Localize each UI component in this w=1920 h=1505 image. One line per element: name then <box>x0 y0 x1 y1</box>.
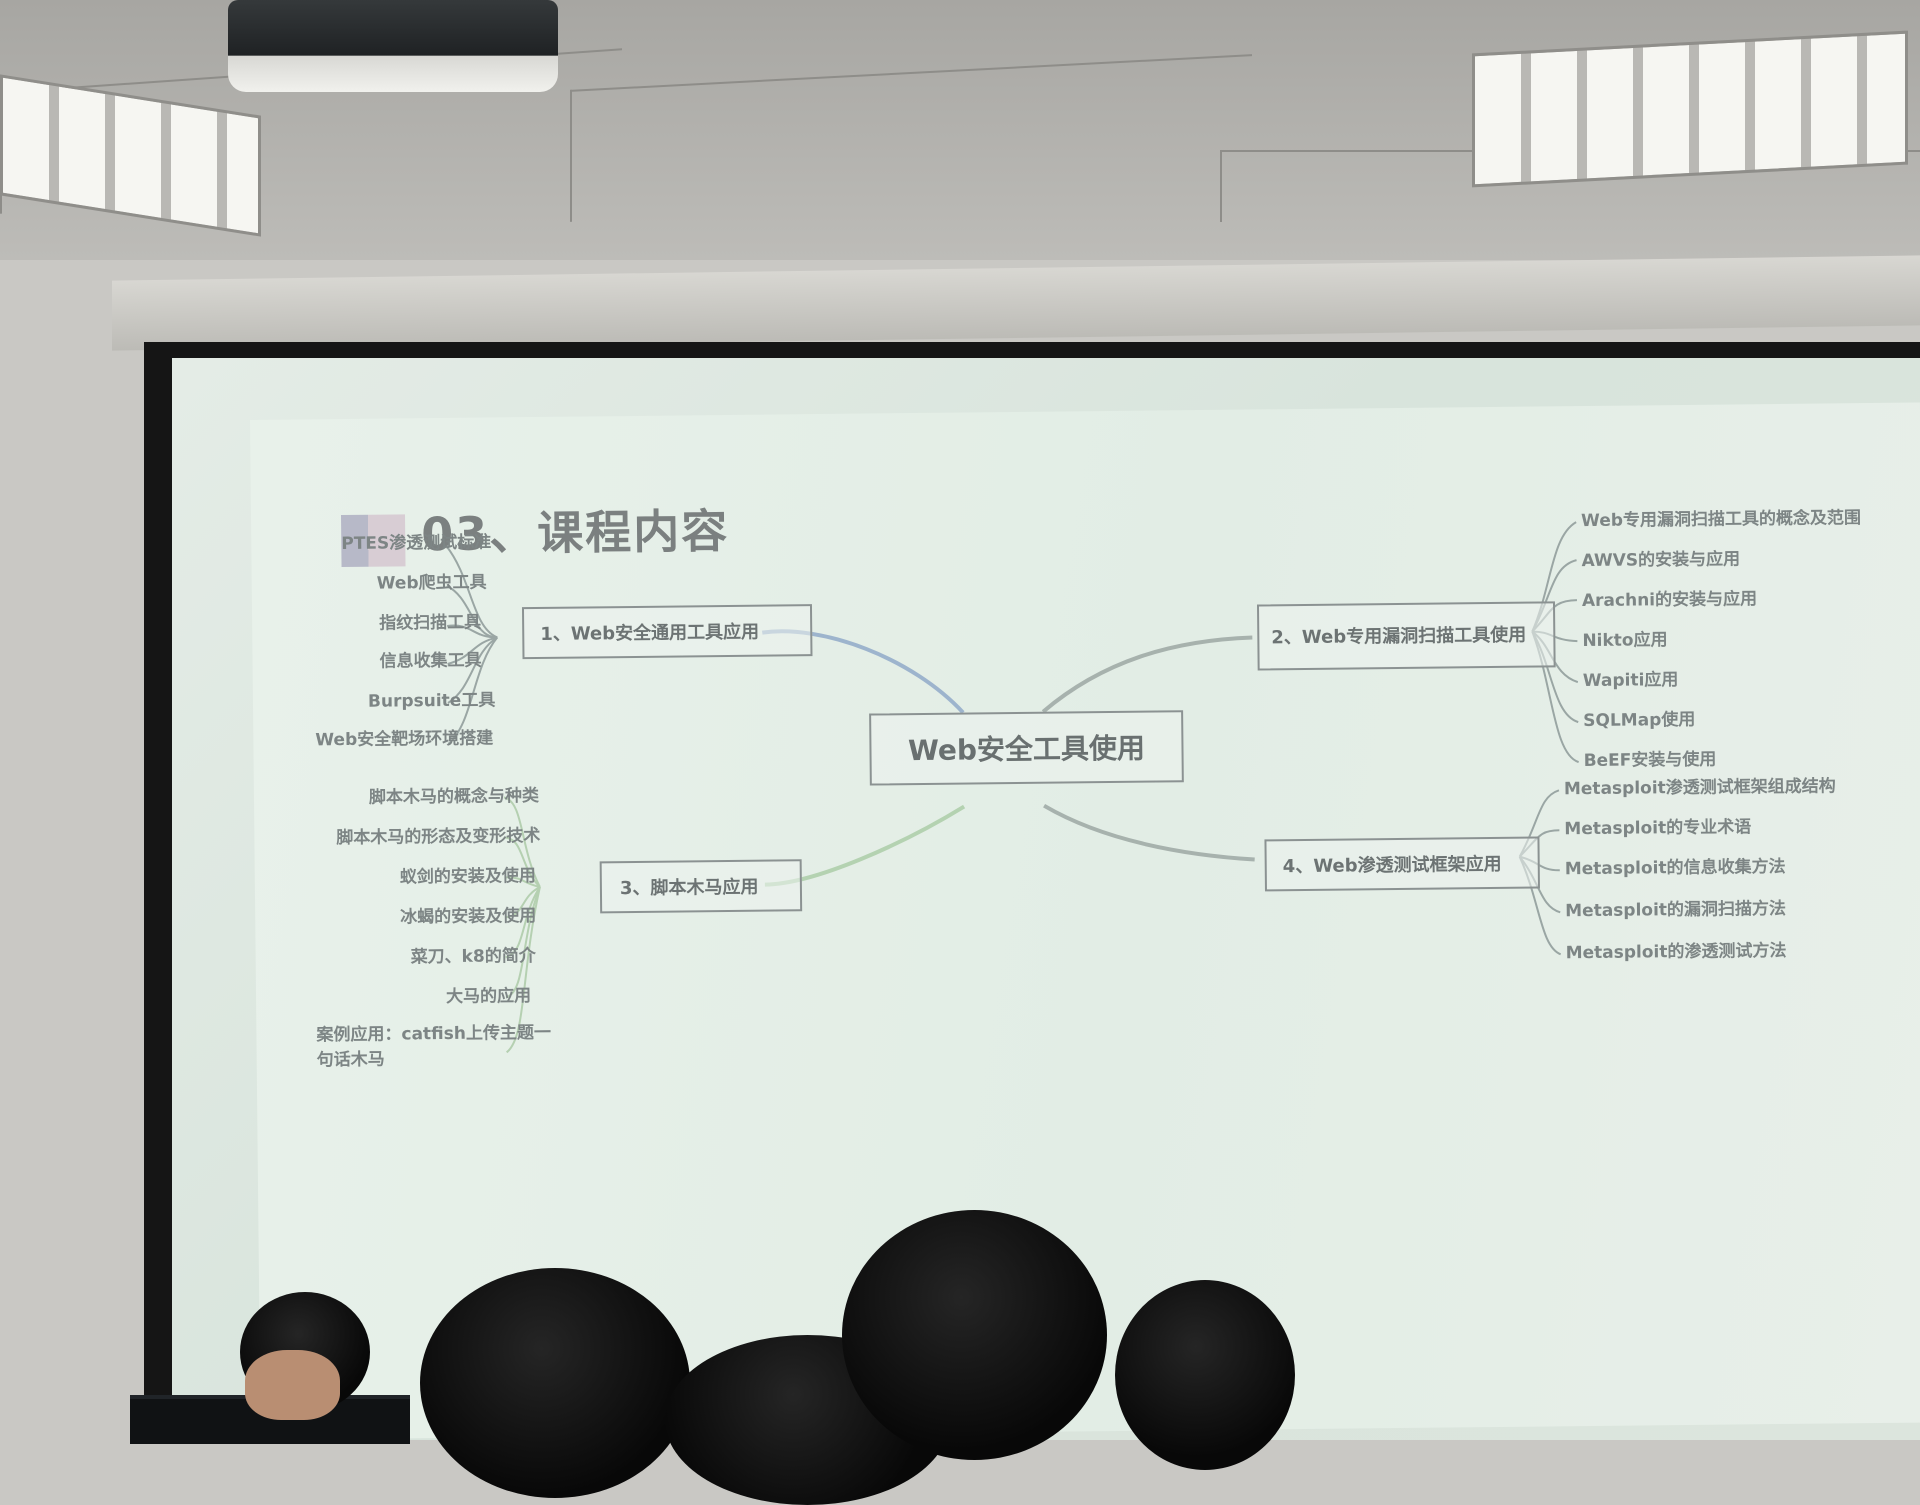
branch-3-item-3: 蚁剑的安装及使用 <box>399 866 536 888</box>
branch-2-item-3: Arachni的安装与应用 <box>1581 589 1758 612</box>
branch-2-item-6: SQLMap使用 <box>1583 709 1696 732</box>
branch-2-item-4: Nikto应用 <box>1582 630 1668 652</box>
branch-4-item-5: Metasploit的渗透测试方法 <box>1565 940 1787 964</box>
branch-3-item-6: 大马的应用 <box>445 986 532 1007</box>
audience-head <box>1115 1280 1295 1470</box>
branch-2-node: 2、Web专用漏洞扫描工具使用 <box>1256 601 1556 671</box>
branch-1-item-1: PTES渗透测试标准 <box>341 532 492 555</box>
ceiling-light <box>1472 30 1908 188</box>
branch-1-item-6: Web安全靶场环境搭建 <box>315 728 494 751</box>
branch-2-item-1: Web专用漏洞扫描工具的概念及范围 <box>1581 508 1862 532</box>
branch-4-node: 4、Web渗透测试框架应用 <box>1264 836 1540 892</box>
mind-map-center-node: Web安全工具使用 <box>869 710 1184 786</box>
branch-4-item-4: Metasploit的漏洞扫描方法 <box>1565 898 1787 922</box>
branch-1-node: 1、Web安全通用工具应用 <box>521 604 813 660</box>
projection-screen-housing <box>112 255 1920 351</box>
branch-4-item-1: Metasploit渗透测试框架组成结构 <box>1563 776 1836 800</box>
projector <box>228 0 558 92</box>
audience-face <box>245 1350 340 1420</box>
branch-3-item-2: 脚本木马的形态及变形技术 <box>336 825 541 849</box>
audience-head <box>420 1268 690 1498</box>
mind-map: Web安全工具使用 1、Web安全通用工具应用 2、Web专用漏洞扫描工具使用 … <box>250 403 1920 1440</box>
branch-2-item-5: Wapiti应用 <box>1582 670 1679 692</box>
branch-3-node: 3、脚本木马应用 <box>599 859 803 914</box>
branch-4-item-3: Metasploit的信息收集方法 <box>1564 856 1786 880</box>
branch-2-item-7: BeEF安装与使用 <box>1583 749 1717 772</box>
branch-3-item-4: 冰蝎的安装及使用 <box>400 906 537 928</box>
branch-2-item-2: AWVS的安装与应用 <box>1581 549 1741 572</box>
branch-3-item-7: 案例应用：catfish上传主题一句话木马 <box>316 1022 552 1071</box>
branch-3-item-5: 菜刀、k8的简介 <box>410 946 536 968</box>
branch-1-item-4: 信息收集工具 <box>379 650 482 672</box>
audience-head <box>842 1210 1107 1460</box>
branch-3-item-1: 脚本木马的概念与种类 <box>368 785 540 808</box>
branch-4-item-2: Metasploit的专业术语 <box>1564 817 1752 840</box>
branch-1-item-5: Burpsuite工具 <box>367 690 496 712</box>
branch-1-item-3: 指纹扫描工具 <box>379 612 482 634</box>
branch-1-item-2: Web爬虫工具 <box>376 572 487 594</box>
ceiling-tile <box>570 54 1252 222</box>
presentation-slide: 03、课程内容 <box>250 402 1920 1440</box>
